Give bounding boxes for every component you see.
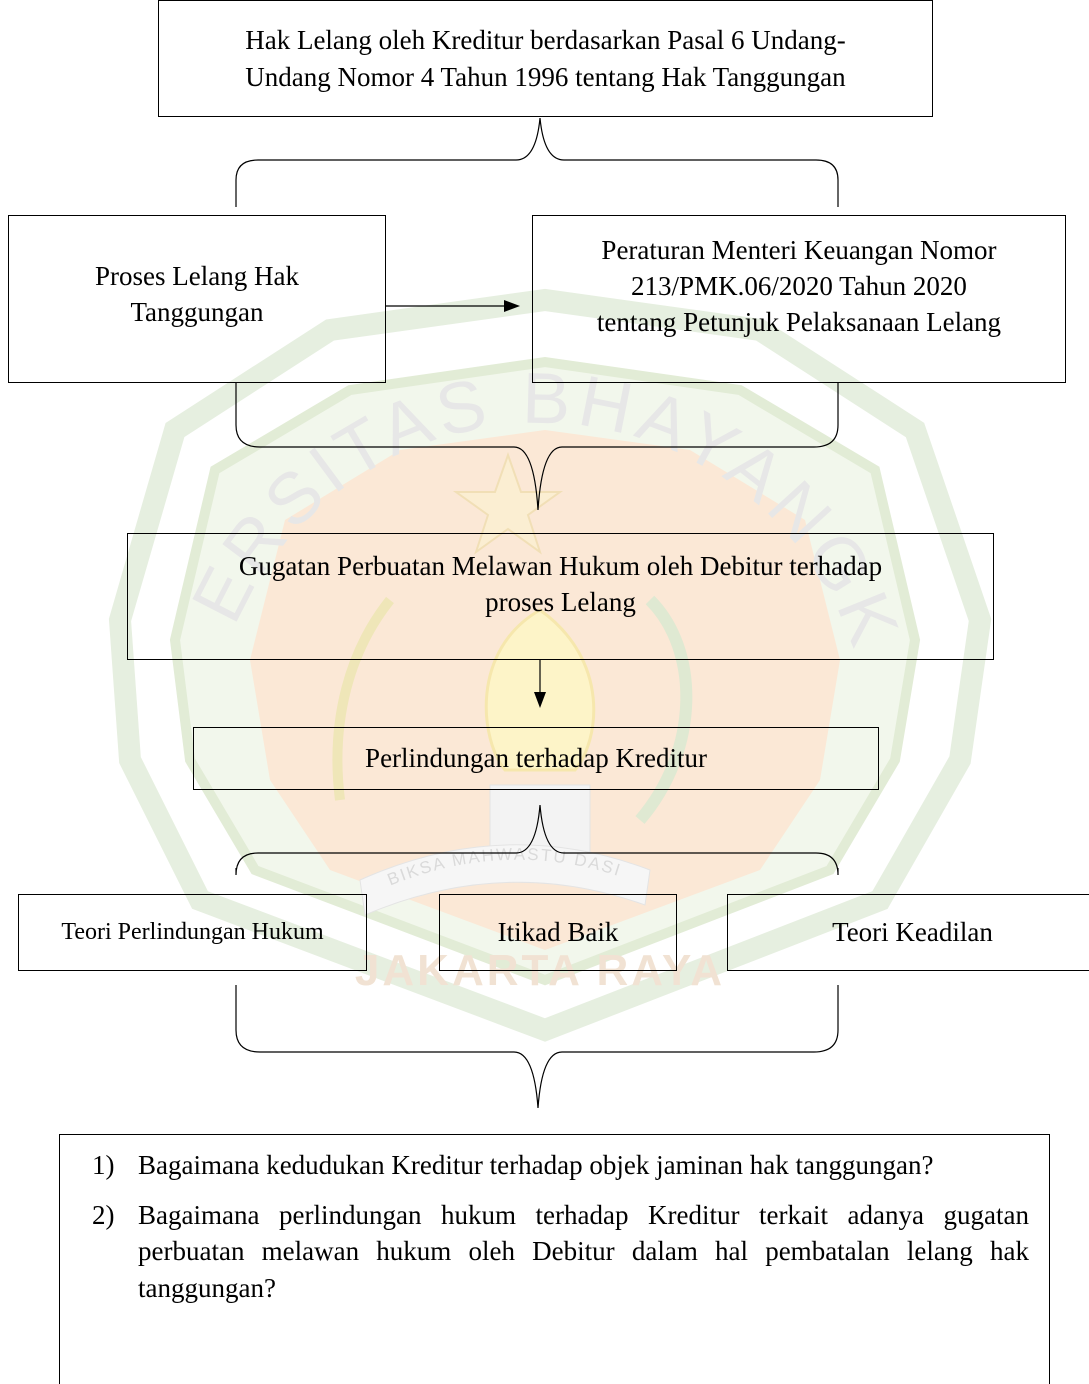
hak-lelang-box: Hak Lelang oleh Kreditur berdasarkan Pas… — [158, 0, 933, 117]
teori-keadilan-label: Teori Keadilan — [832, 917, 993, 948]
pmk-regulation-box: Peraturan Menteri Keuangan Nomor 213/PMK… — [532, 215, 1066, 383]
emblem-shield-outline — [108, 288, 992, 1042]
teori-perlindungan-hukum-box: Teori Perlindungan Hukum — [18, 894, 367, 971]
arrowhead-proses-to-pmk — [504, 300, 520, 312]
pmk-line-1: Peraturan Menteri Keuangan Nomor — [601, 235, 997, 265]
brace-top — [235, 117, 839, 207]
gugatan-line-2: proses Lelang — [485, 587, 636, 618]
pmk-line-3: tentang Petunjuk Pelaksanaan Lelang — [596, 307, 1002, 338]
brace-middle — [235, 383, 839, 511]
emblem-star — [452, 451, 564, 555]
perlindungan-kreditur-label: Perlindungan terhadap Kreditur — [365, 743, 707, 774]
hak-lelang-line-2: Undang Nomor 4 Tahun 1996 tentang Hak Ta… — [245, 61, 846, 92]
arrowhead-gugatan-to-perlindungan — [534, 692, 546, 708]
itikad-baik-label: Itikad Baik — [497, 917, 619, 948]
pmk-line-2: 213/PMK.06/2020 Tahun 2020 — [631, 271, 967, 302]
hak-lelang-line-1: Hak Lelang oleh Kreditur berdasarkan Pas… — [245, 25, 846, 56]
question-text: Bagaimana kedudukan Kreditur terhadap ob… — [138, 1150, 934, 1180]
perlindungan-kreditur-box: Perlindungan terhadap Kreditur — [193, 727, 879, 790]
question-item: 2) Bagaimana perlindungan hukum terhadap… — [92, 1197, 1029, 1306]
proses-lelang-line-1: Proses Lelang Hak — [95, 261, 299, 291]
brace-perlindungan — [235, 804, 839, 876]
brace-theories — [235, 985, 839, 1109]
question-text: Bagaimana perlindungan hukum terhadap Kr… — [138, 1200, 1029, 1303]
itikad-baik-box: Itikad Baik — [439, 894, 677, 971]
question-item: 1) Bagaimana kedudukan Kreditur terhadap… — [92, 1147, 1029, 1183]
emblem-ribbon — [359, 844, 651, 916]
emblem-wheat — [332, 596, 394, 801]
research-questions-box: 1) Bagaimana kedudukan Kreditur terhadap… — [59, 1134, 1050, 1384]
proses-lelang-box: Proses Lelang Hak Tanggungan — [8, 215, 386, 383]
teori-perlindungan-hukum-label: Teori Perlindungan Hukum — [61, 919, 324, 946]
question-number: 2) — [92, 1200, 115, 1231]
gugatan-box: Gugatan Perbuatan Melawan Hukum oleh Deb… — [127, 533, 994, 660]
emblem-cotton — [635, 595, 693, 824]
question-number: 1) — [92, 1150, 115, 1180]
gugatan-line-1: Gugatan Perbuatan Melawan Hukum oleh Deb… — [238, 551, 883, 581]
proses-lelang-line-2: Tanggungan — [130, 297, 264, 328]
teori-keadilan-box: Teori Keadilan — [727, 894, 1089, 971]
